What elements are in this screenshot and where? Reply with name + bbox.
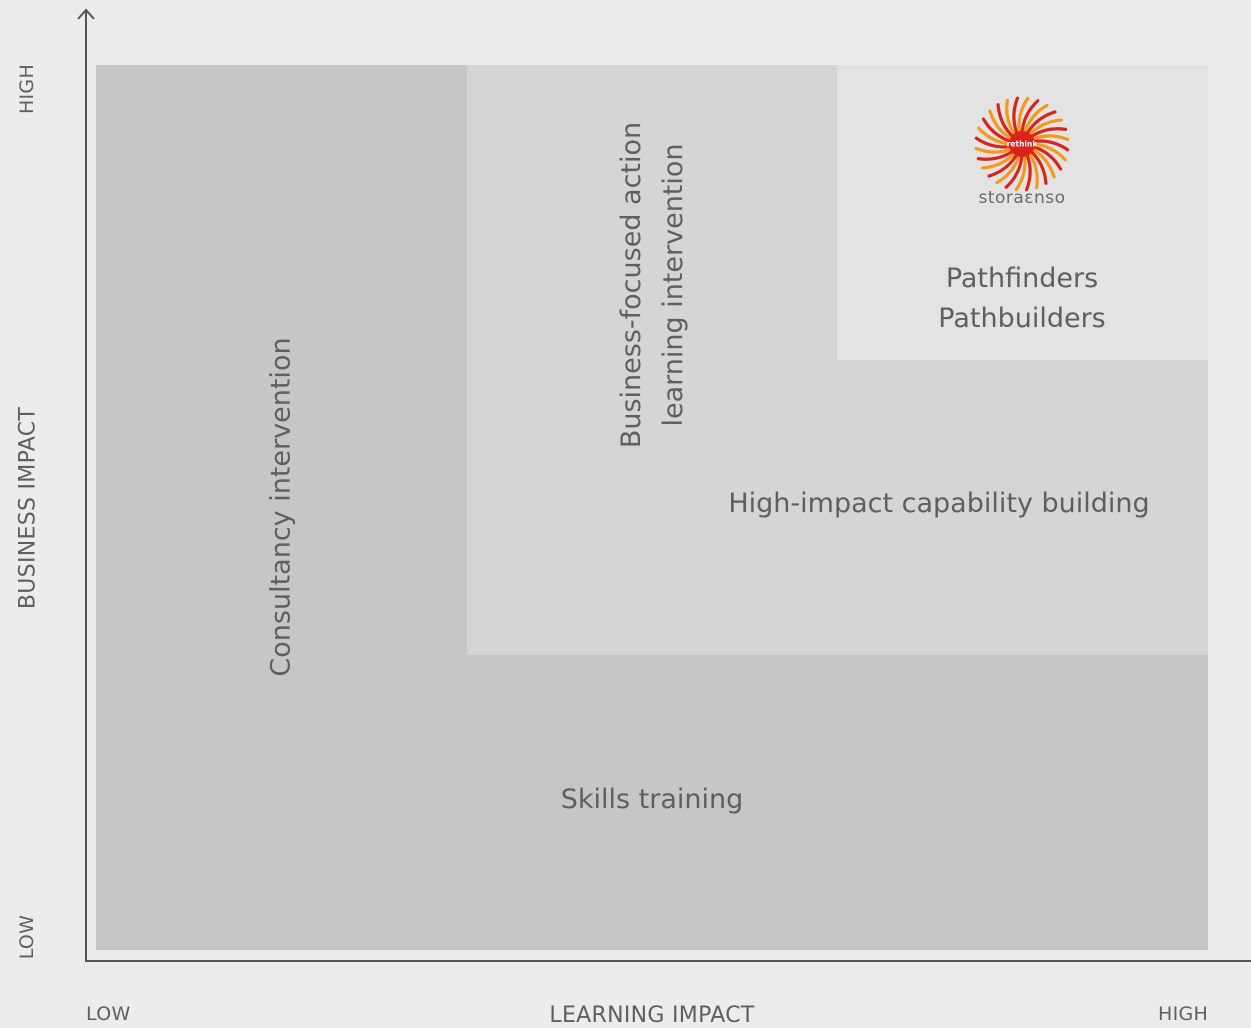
logo-ray — [1029, 127, 1068, 139]
label-pathfinders-line1: Pathfinders — [945, 263, 1099, 294]
logo-ray — [1031, 142, 1067, 162]
logo-ray — [1030, 147, 1056, 179]
label-action-learning-line1: Business-focused action — [616, 121, 647, 449]
logo-ray — [988, 109, 1014, 141]
logo-ray — [1031, 139, 1070, 152]
logo-ray — [1004, 153, 1024, 189]
logo-brand-text: storaεnso — [978, 188, 1066, 208]
logo-ray — [996, 103, 1015, 139]
label-consultancy-intervention: Consultancy intervention — [265, 337, 297, 677]
x-axis-line — [85, 960, 1251, 962]
logo-ray — [1014, 153, 1027, 192]
x-axis-high-label: HIGH — [1158, 1003, 1209, 1025]
y-axis-line — [85, 12, 87, 962]
label-high-impact-capability: High-impact capability building — [728, 488, 1150, 519]
logo-ray — [995, 153, 1022, 185]
logo-ray — [977, 126, 1013, 146]
logo-ray — [1029, 149, 1048, 185]
logo-ray — [1005, 98, 1017, 137]
stora-enso-sun-logo-icon: rethink — [974, 96, 1070, 192]
logo-ray — [981, 151, 1017, 170]
logo-ray — [987, 152, 1019, 178]
logo-ray — [1027, 151, 1039, 190]
label-pathfinders: Pathfinders Pathbuilders — [938, 259, 1105, 339]
logo-ray — [1012, 96, 1020, 136]
y-axis-high-label: HIGH — [16, 63, 38, 115]
logo-ray — [1017, 96, 1030, 135]
y-axis-arrow-icon — [77, 8, 95, 20]
logo-center-text: rethink — [1007, 140, 1039, 149]
y-axis-low-label: LOW — [16, 914, 38, 960]
label-action-learning-line2: learning intervention — [658, 143, 689, 427]
label-action-learning: Business-focused action learning interve… — [611, 122, 695, 448]
logo-ray — [1025, 110, 1057, 136]
y-axis-title: BUSINESS IMPACT — [15, 406, 41, 610]
label-skills-training: Skills training — [560, 784, 744, 815]
label-pathbuilders-line2: Pathbuilders — [938, 303, 1106, 334]
logo-ray — [974, 146, 1014, 154]
x-axis-title: LEARNING IMPACT — [549, 1003, 755, 1028]
logo-ray — [974, 136, 1013, 149]
logo-ray — [981, 117, 1013, 144]
logo-ray — [976, 149, 1015, 161]
logo-ray — [1022, 103, 1049, 135]
zone-pathfinders — [837, 65, 1208, 360]
logo-ray — [1020, 99, 1040, 135]
logo-ray — [1024, 152, 1032, 192]
logo-ray — [1027, 118, 1063, 137]
logo-ray — [1031, 144, 1063, 171]
logo-ray — [1030, 134, 1070, 142]
x-axis-low-label: LOW — [86, 1003, 131, 1025]
